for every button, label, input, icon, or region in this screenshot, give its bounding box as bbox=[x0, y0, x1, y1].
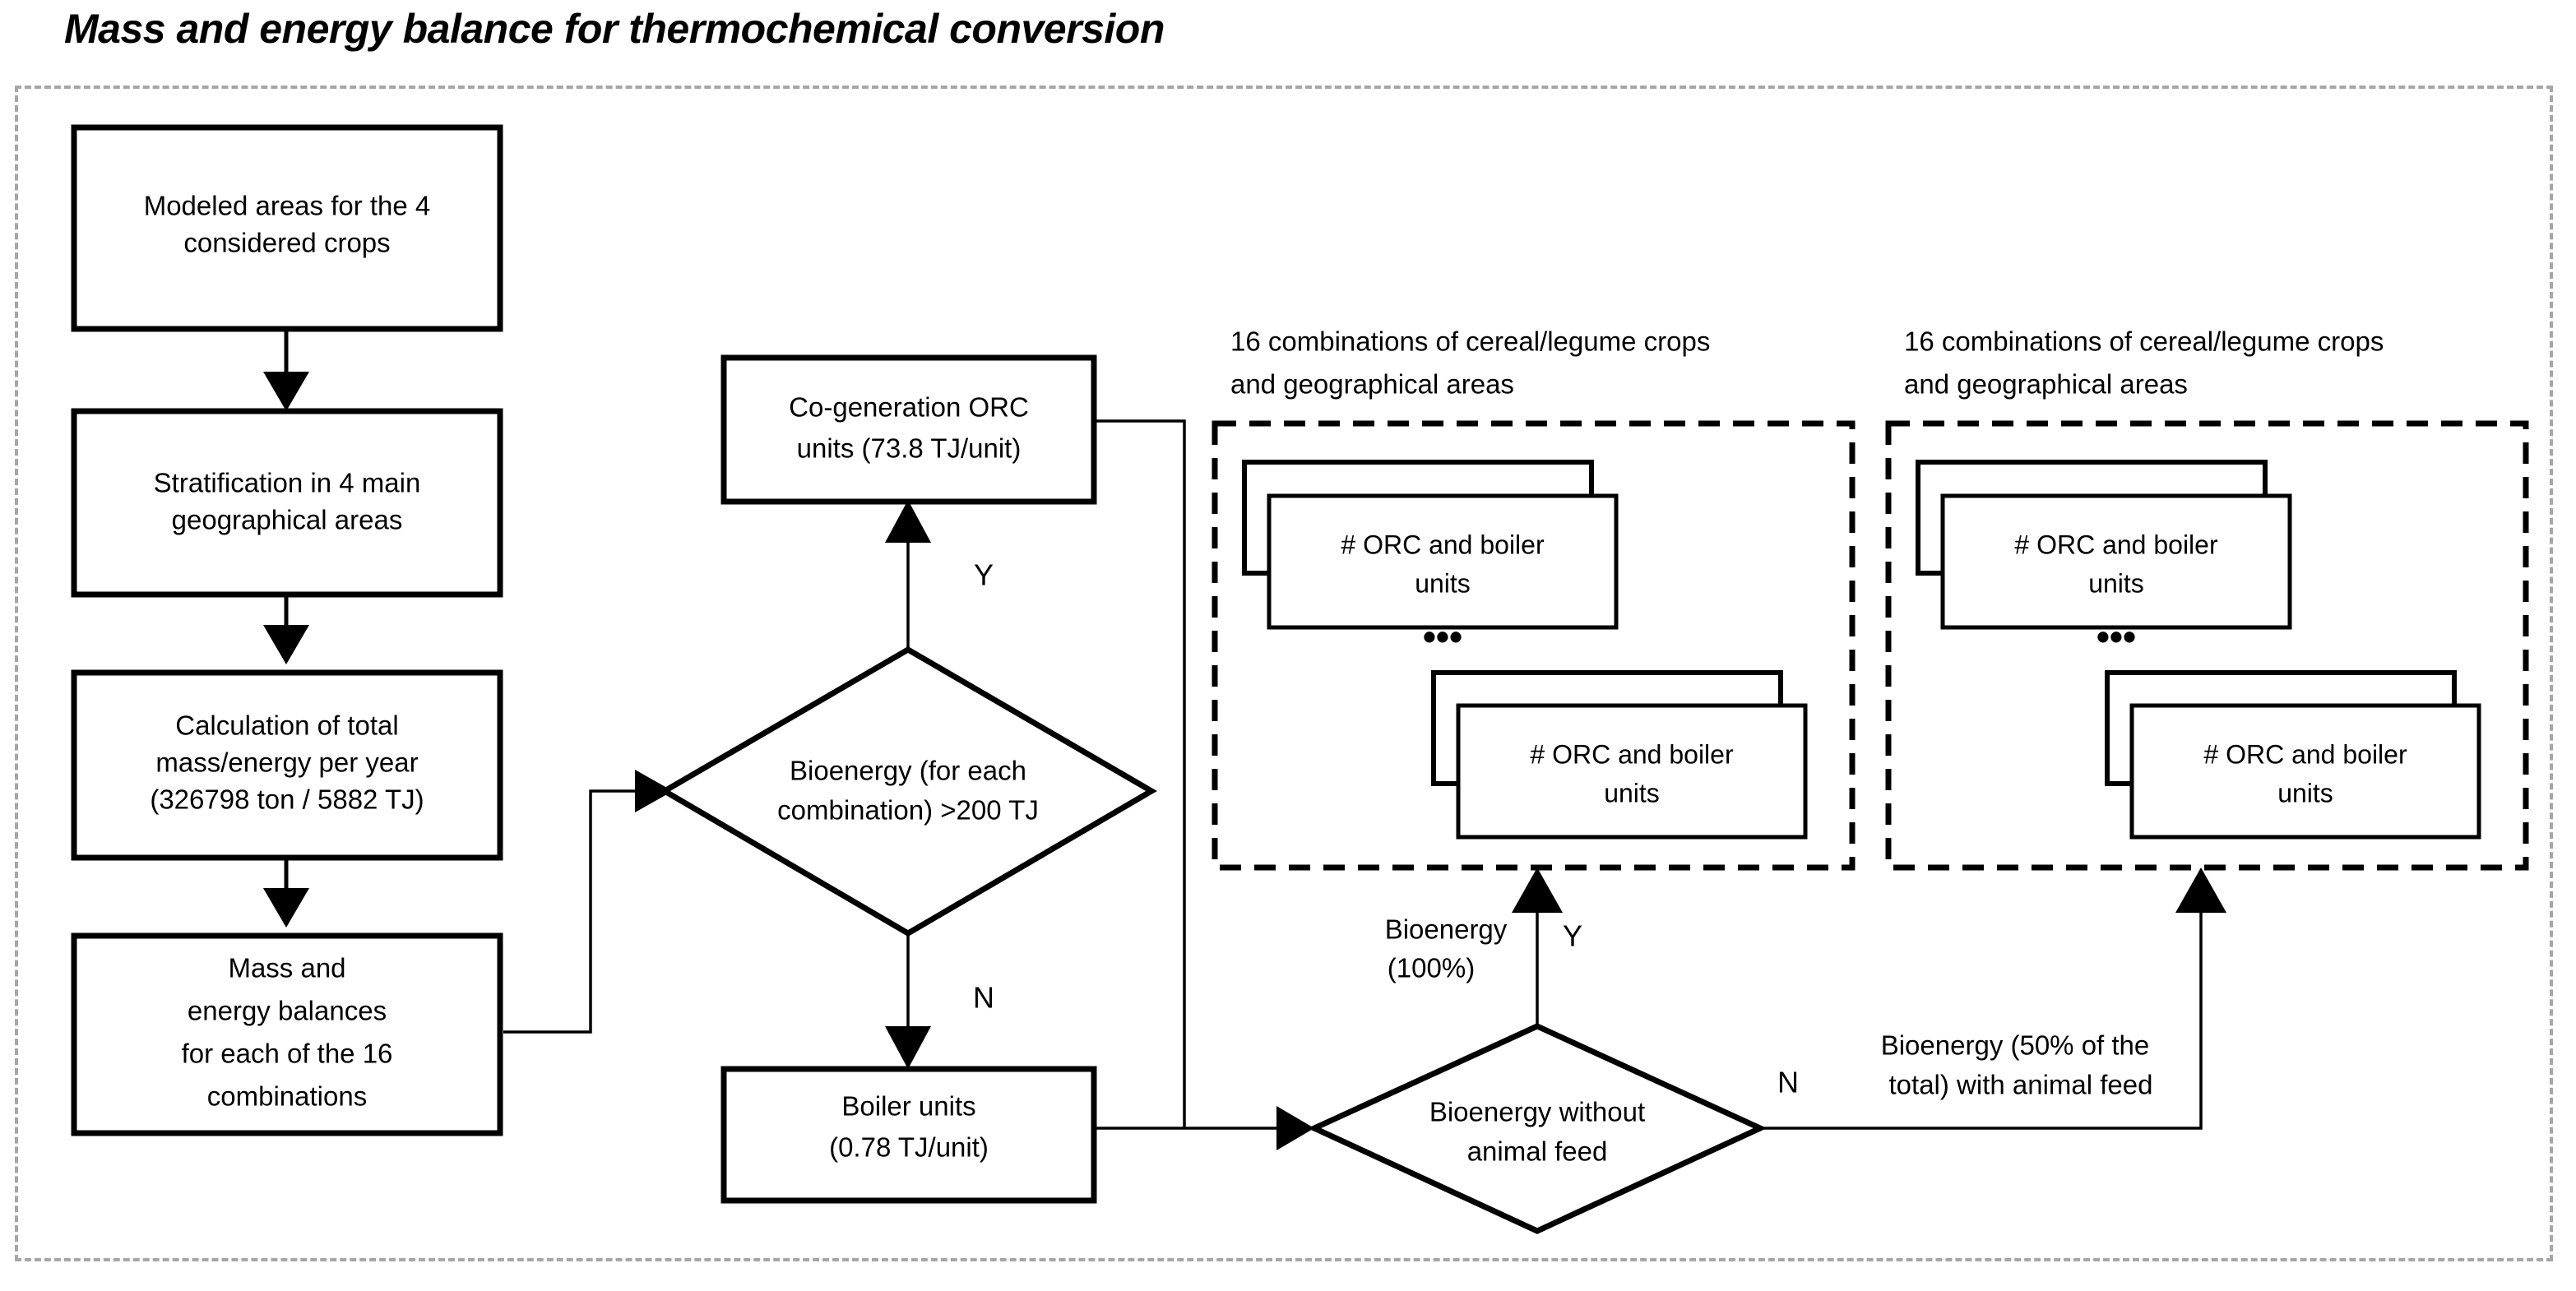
decision-threshold-line1: Bioenergy (for each bbox=[790, 756, 1026, 786]
node-calculation-line3: (326798 ton / 5882 TJ) bbox=[150, 784, 424, 815]
edge-label-feed-no: N bbox=[1777, 1066, 1799, 1099]
connector-modeled-to-stratification bbox=[263, 329, 309, 411]
node-modeled-areas-line2: considered crops bbox=[183, 228, 390, 258]
left-stack-top-line1: # ORC and boiler bbox=[1341, 530, 1545, 559]
right-group-caption-line1: 16 combinations of cereal/legume crops bbox=[1904, 326, 2384, 357]
node-mass-energy-balances: Mass and energy balances for each of the… bbox=[71, 932, 503, 1136]
edge-label-bioenergy-50-line2: total) with animal feed bbox=[1889, 1070, 2153, 1100]
node-calculation-line1: Calculation of total bbox=[175, 710, 399, 741]
left-stack-bottom-line1: # ORC and boiler bbox=[1530, 739, 1734, 769]
node-stratification: Stratification in 4 main geographical ar… bbox=[71, 408, 503, 598]
edge-label-feed-yes: Y bbox=[1563, 919, 1582, 953]
node-modeled-areas: Modeled areas for the 4 considered crops bbox=[71, 124, 503, 332]
node-cogeneration-line2: units (73.8 TJ/unit) bbox=[797, 433, 1022, 464]
group-right-dashed-container bbox=[1885, 420, 2529, 871]
left-group-stack-bottom: # ORC and boiler units bbox=[1431, 670, 1808, 840]
node-boiler-line1: Boiler units bbox=[841, 1091, 975, 1122]
right-stack-top-line2: units bbox=[2088, 568, 2144, 598]
connector-boiler-to-feed-decision bbox=[1094, 1106, 1314, 1150]
edge-label-bioenergy-50-line1: Bioenergy (50% of the bbox=[1881, 1030, 2150, 1061]
left-group-stack-top: # ORC and boiler units bbox=[1242, 460, 1619, 630]
node-boiler-line2: (0.78 TJ/unit) bbox=[829, 1132, 989, 1163]
node-modeled-areas-line1: Modeled areas for the 4 bbox=[144, 191, 431, 221]
node-boiler-units: Boiler units (0.78 TJ/unit) bbox=[720, 1066, 1097, 1204]
connector-stratification-to-calculation bbox=[263, 595, 309, 664]
right-group-stack-bottom: # ORC and boiler units bbox=[2105, 670, 2481, 840]
connector-cogeneration-to-feed-decision bbox=[1094, 419, 1186, 1128]
decision-threshold-line2: combination) >200 TJ bbox=[777, 795, 1039, 826]
node-stratification-line1: Stratification in 4 main bbox=[154, 468, 421, 498]
node-calculation-line2: mass/energy per year bbox=[155, 747, 418, 778]
right-group-stack-top: # ORC and boiler units bbox=[1916, 460, 2292, 630]
left-group-caption-line1: 16 combinations of cereal/legume crops bbox=[1230, 326, 1710, 357]
node-balances-line4: combinations bbox=[207, 1081, 367, 1112]
node-balances-line2: energy balances bbox=[188, 996, 387, 1026]
edge-label-bioenergy-100-line2: (100%) bbox=[1388, 953, 1475, 983]
edge-label-threshold-yes: Y bbox=[974, 558, 994, 592]
node-cogeneration-line1: Co-generation ORC bbox=[789, 392, 1029, 423]
left-group-caption-line2: and geographical areas bbox=[1230, 369, 1514, 400]
figure-outer-dashed-frame bbox=[15, 86, 2553, 1261]
connector-threshold-no-to-boiler bbox=[885, 933, 931, 1069]
edge-label-bioenergy-100-line1: Bioenergy bbox=[1385, 914, 1508, 945]
right-group-caption-line2: and geographical areas bbox=[1904, 369, 2188, 400]
decision-bioenergy-threshold: Bioenergy (for each combination) >200 TJ bbox=[659, 646, 1157, 937]
right-group-ellipsis: ••• bbox=[2096, 615, 2136, 658]
connector-feed-no-to-right-group bbox=[1760, 868, 2226, 1130]
node-balances-line1: Mass and bbox=[228, 953, 345, 983]
connector-balances-to-threshold-decision bbox=[503, 770, 673, 1034]
decision-feed-line1: Bioenergy without bbox=[1429, 1097, 1645, 1127]
right-stack-bottom-line2: units bbox=[2277, 778, 2333, 807]
decision-bioenergy-animal-feed: Bioenergy without animal feed bbox=[1307, 1023, 1768, 1234]
node-calculation-total: Calculation of total mass/energy per yea… bbox=[71, 669, 503, 861]
left-group-ellipsis: ••• bbox=[1423, 615, 1462, 658]
left-stack-bottom-line2: units bbox=[1604, 778, 1660, 807]
node-stratification-line2: geographical areas bbox=[172, 505, 403, 535]
right-stack-top-line1: # ORC and boiler bbox=[2014, 530, 2218, 559]
node-cogeneration-orc: Co-generation ORC units (73.8 TJ/unit) bbox=[720, 354, 1097, 505]
group-left-dashed-container bbox=[1212, 420, 1856, 871]
connector-calculation-to-balances bbox=[263, 858, 309, 928]
node-balances-line3: for each of the 16 bbox=[182, 1039, 393, 1069]
left-stack-top-line2: units bbox=[1415, 568, 1471, 598]
decision-feed-line2: animal feed bbox=[1467, 1136, 1608, 1167]
right-stack-bottom-line1: # ORC and boiler bbox=[2203, 739, 2407, 769]
connector-feed-yes-to-left-group bbox=[1512, 868, 1563, 1026]
page-title: Mass and energy balance for thermochemic… bbox=[64, 6, 1165, 52]
connector-threshold-yes-to-cogeneration bbox=[885, 500, 931, 650]
edge-label-threshold-no: N bbox=[973, 981, 994, 1015]
